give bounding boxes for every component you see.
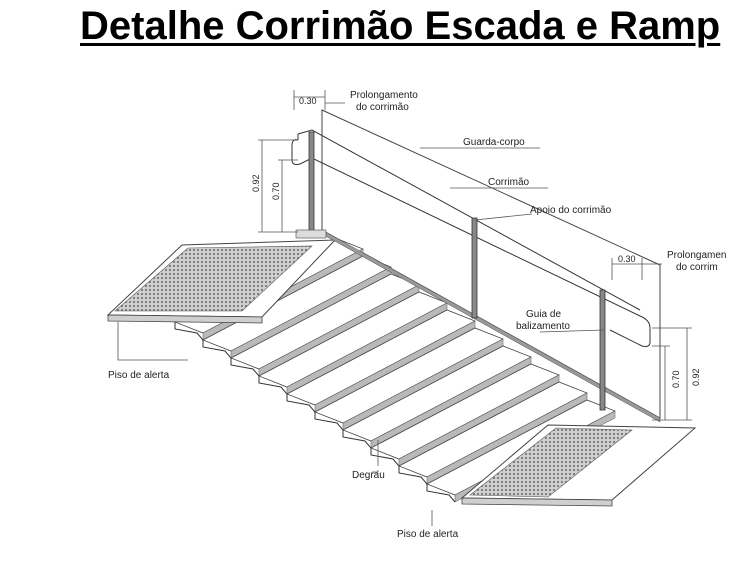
label-guia-2: balizamento <box>516 321 570 332</box>
dim-right-070: 0.70 <box>671 370 681 388</box>
label-guarda-corpo: Guarda-corpo <box>463 137 525 148</box>
handrail-posts <box>295 131 606 411</box>
label-guia-1: Guia de <box>526 309 561 320</box>
dim-right-heights <box>652 327 692 421</box>
label-prolongamento-top-2: do corrimão <box>356 102 409 113</box>
dim-top-extension <box>293 90 345 110</box>
dim-left-070: 0.70 <box>271 182 281 200</box>
leader-degrau <box>372 470 379 473</box>
lower-landing-edge <box>461 497 613 507</box>
page-title: Detalhe Corrimão Escada e Ramp <box>80 4 721 48</box>
label-prolongamento-right-1: Prolongamen <box>667 250 726 261</box>
label-prolongamento-right-2: do corrim <box>676 262 718 273</box>
dim-left-092: 0.92 <box>251 174 261 192</box>
label-piso-bottom: Piso de alerta <box>397 529 459 540</box>
tactile-floor-lower <box>469 427 633 498</box>
upper-landing-edge <box>107 314 263 324</box>
dim-right-value: 0.30 <box>618 254 636 264</box>
leader-piso-left <box>117 322 188 361</box>
label-apoio: Apoio do corrimão <box>530 205 612 216</box>
label-corrimao: Corrimão <box>488 177 530 188</box>
dim-right-092: 0.92 <box>691 368 701 386</box>
dim-top-value: 0.30 <box>299 96 317 106</box>
tactile-floor-upper <box>114 245 313 312</box>
stair-profile <box>174 322 456 503</box>
label-degrau: Degrau <box>352 470 385 481</box>
dim-right-extension <box>611 258 662 280</box>
leader-apoio <box>474 213 533 221</box>
leader-guia <box>539 329 605 333</box>
dim-left-heights <box>258 139 298 233</box>
label-piso-left: Piso de alerta <box>108 370 170 381</box>
label-prolongamento-top-1: Prolongamento <box>350 90 418 101</box>
